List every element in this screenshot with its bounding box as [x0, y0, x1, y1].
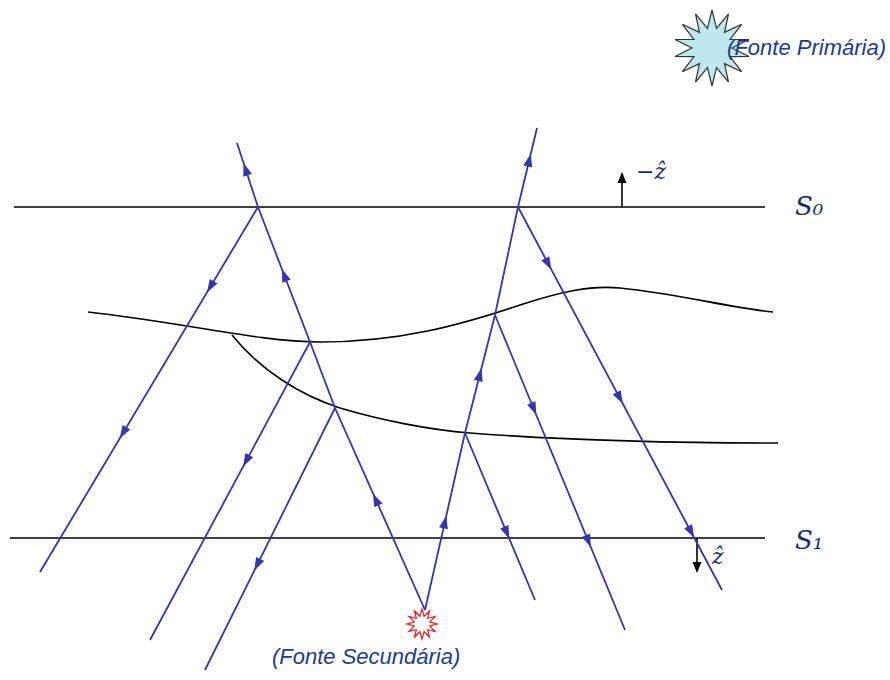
ray-arrow-head	[582, 534, 591, 548]
ray-arrow-head	[373, 493, 382, 507]
surface-s0	[14, 206, 765, 208]
ray-arrow-head	[527, 401, 536, 415]
surface-label: S₀	[795, 191, 823, 222]
ray-arrow-head	[684, 524, 694, 538]
axis-label: −ẑ	[636, 159, 666, 185]
ray-arrow-head	[500, 525, 509, 539]
source-label: (Fonte Secundária)	[272, 644, 460, 670]
ray-arrow-head	[254, 557, 264, 571]
surface-s1	[10, 537, 765, 539]
axis-label: ẑ	[712, 544, 724, 570]
seismic-ray	[150, 342, 310, 640]
seismic-ray	[205, 408, 335, 670]
ray-arrow-head	[439, 516, 448, 530]
ray-arrow-head	[207, 279, 218, 292]
ray-arrow-head	[523, 154, 532, 168]
seismic-ray	[425, 128, 537, 610]
interface-line	[88, 287, 773, 342]
seismic-ray	[518, 207, 722, 590]
ray-arrow-head	[243, 453, 253, 467]
secondary-source	[407, 609, 437, 639]
ray-arrow-head	[243, 163, 252, 177]
arrow-head	[693, 562, 702, 573]
source-label: (Fonte Primária)	[727, 35, 886, 61]
seismic-ray	[40, 207, 258, 572]
normal-arrow	[621, 182, 623, 207]
ray-arrow-head	[120, 425, 131, 438]
ray-arrow-head	[282, 269, 291, 283]
seismic-ray	[495, 315, 625, 630]
seismic-ray	[465, 433, 535, 600]
seismic-ray	[237, 143, 425, 610]
ray-arrow-head	[613, 390, 623, 404]
arrow-head	[618, 172, 627, 183]
ray-arrow-head	[541, 256, 551, 270]
ray-arrow-head	[474, 368, 483, 382]
surface-label: S₁	[795, 525, 823, 556]
